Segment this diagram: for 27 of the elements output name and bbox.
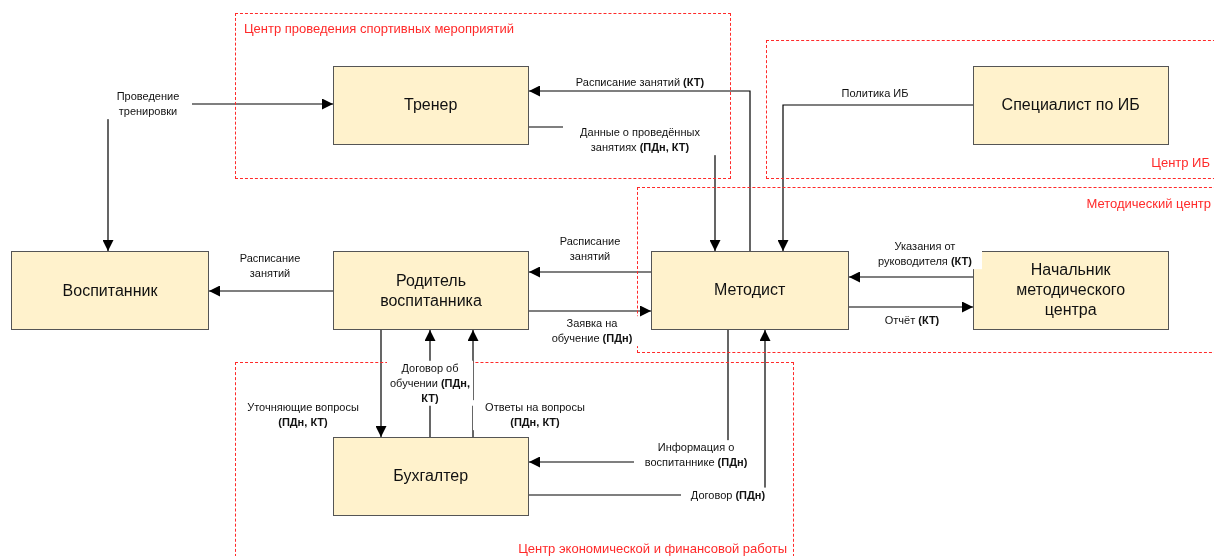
process-box: Воспитанник <box>11 251 209 330</box>
zone-title: Центр экономической и финансовой работы <box>518 541 787 556</box>
arrow <box>467 329 479 438</box>
process-box: Методист <box>650 250 849 330</box>
arrow <box>848 271 974 283</box>
edge-label: Договор об обучении (ПДн, КТ) <box>387 360 473 406</box>
arrow <box>528 305 652 317</box>
arrow <box>375 329 387 438</box>
dashed-zone <box>235 13 731 179</box>
process-box: Начальник методического центра <box>972 250 1169 330</box>
edge-label: Данные о проведённых занятиях (ПДн, КТ) <box>563 125 717 155</box>
arrow <box>208 285 334 297</box>
zone-title: Центр ИБ <box>1151 155 1210 170</box>
zone-title: Центр проведения спортивных мероприятий <box>244 21 515 36</box>
process-box: Родитель воспитанника <box>333 251 529 330</box>
zone-title: Методический центр <box>1086 196 1211 211</box>
edge-label: Проведение тренировки <box>104 89 192 119</box>
process-box: Бухгалтер <box>332 436 529 516</box>
dashed-zone <box>766 40 1214 179</box>
process-box: Тренер <box>332 65 529 145</box>
arrow <box>528 85 751 252</box>
arrow <box>848 301 974 313</box>
process-box: Специалист по ИБ <box>972 65 1169 145</box>
dashed-zone <box>235 362 794 556</box>
dashed-zone <box>637 187 1214 353</box>
arrow <box>777 104 974 252</box>
arrow <box>528 266 652 278</box>
